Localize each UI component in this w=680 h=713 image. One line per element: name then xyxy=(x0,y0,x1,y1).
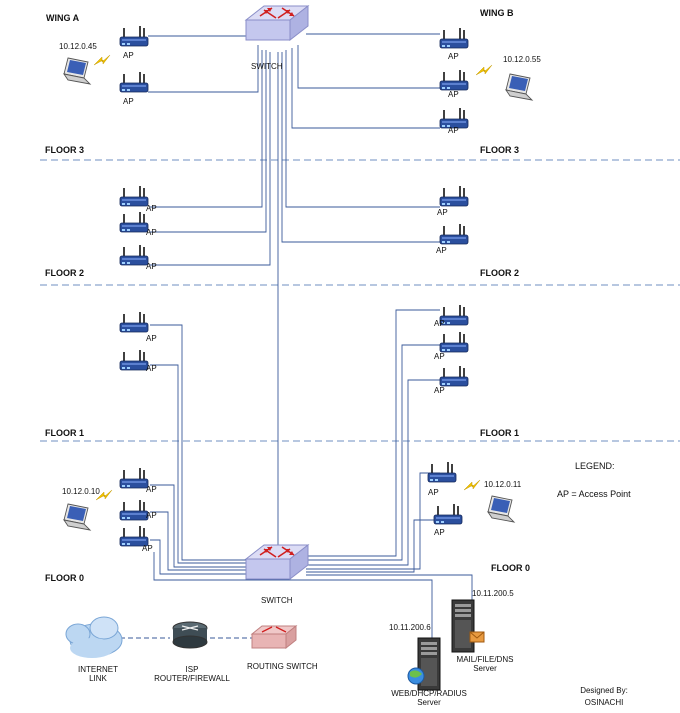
wing-b-label: WING B xyxy=(480,8,514,18)
ap-f3-l2 xyxy=(119,211,149,233)
floor3-left-label: FLOOR 3 xyxy=(45,145,85,155)
ap-f3-r2 xyxy=(439,223,469,245)
ap-f2-l1 xyxy=(119,311,149,333)
ap-label: AP xyxy=(123,97,134,106)
ap-label: AP xyxy=(434,352,445,361)
ap-label: AP xyxy=(146,204,157,213)
ap-wb-2 xyxy=(439,69,469,91)
laptop-icon xyxy=(505,73,533,101)
router-icon xyxy=(172,621,208,649)
ap-f1-l3 xyxy=(119,525,149,547)
ap-label: AP xyxy=(146,364,157,373)
floor2-right-label: FLOOR 2 xyxy=(480,268,520,278)
ap-label: AP xyxy=(146,511,157,520)
laptop-wb-ip: 10.12.0.55 xyxy=(503,55,541,64)
ap-f3-r1 xyxy=(439,185,469,207)
server-web-icon xyxy=(407,637,441,691)
ap-label: AP xyxy=(428,488,439,497)
ap-label: AP xyxy=(436,246,447,255)
ap-label: AP xyxy=(434,319,445,328)
ap-label: AP xyxy=(146,228,157,237)
ap-f3-l1 xyxy=(119,185,149,207)
ap-label: AP xyxy=(146,485,157,494)
ap-label: AP xyxy=(434,528,445,537)
ap-f2-r3 xyxy=(439,365,469,387)
laptop-icon xyxy=(63,503,91,531)
ap-wb-3 xyxy=(439,107,469,129)
ap-label: AP xyxy=(434,386,445,395)
wing-a-label: WING A xyxy=(46,13,80,23)
laptop-f0b-ip: 10.12.0.11 xyxy=(484,480,522,489)
floor0-right-label: FLOOR 0 xyxy=(491,563,531,573)
floor1-left-label: FLOOR 1 xyxy=(45,428,85,438)
ap-wa-1 xyxy=(119,25,149,47)
routing-switch-icon xyxy=(250,624,298,650)
ap-f1-r1 xyxy=(427,461,457,483)
ap-f2-l2 xyxy=(119,349,149,371)
ap-f1-l1 xyxy=(119,467,149,489)
ap-f1-r2 xyxy=(433,503,463,525)
switch-top xyxy=(245,5,309,41)
web-server-ip: 10.11.200.6 xyxy=(389,623,431,632)
credit: Designed By:OSINACHI xyxy=(580,686,628,707)
floor1-right-label: FLOOR 1 xyxy=(480,428,520,438)
laptop-icon xyxy=(487,495,515,523)
laptop-f0a-ip: 10.12.0.10 xyxy=(62,487,100,496)
switch-top-label: SWITCH xyxy=(251,62,283,71)
bolt-icon xyxy=(463,479,481,491)
network-links xyxy=(120,33,473,640)
cloud-icon xyxy=(65,616,123,658)
floor3-right-label: FLOOR 3 xyxy=(480,145,520,155)
ap-wa-2 xyxy=(119,71,149,93)
floor-dividers xyxy=(40,159,680,442)
mail-server-ip: 10.11.200.5 xyxy=(472,589,514,598)
floor0-left-label: FLOOR 0 xyxy=(45,573,85,583)
legend-entry: AP = Access Point xyxy=(557,489,631,499)
bolt-icon xyxy=(475,64,493,76)
ap-label: AP xyxy=(123,51,134,60)
laptop-wa-ip: 10.12.0.45 xyxy=(59,42,97,51)
ap-label: AP xyxy=(437,208,448,217)
ap-label: AP xyxy=(448,126,459,135)
switch-bottom xyxy=(245,544,309,580)
floor2-left-label: FLOOR 2 xyxy=(45,268,85,278)
legend-title: LEGEND: xyxy=(575,461,615,471)
ap-label: AP xyxy=(448,52,459,61)
bolt-icon xyxy=(93,54,111,66)
ap-label: AP xyxy=(146,334,157,343)
ap-f2-r2 xyxy=(439,331,469,353)
ap-wb-1 xyxy=(439,27,469,49)
server-mail-icon xyxy=(451,599,485,653)
ap-label: AP xyxy=(146,262,157,271)
laptop-icon xyxy=(63,57,91,85)
routing-switch-label: ROUTING SWITCH xyxy=(247,662,318,671)
ap-f1-l2 xyxy=(119,499,149,521)
ap-label: AP xyxy=(142,544,153,553)
ap-f3-l3 xyxy=(119,244,149,266)
switch-bottom-label: SWITCH xyxy=(261,596,293,605)
ap-label: AP xyxy=(448,90,459,99)
